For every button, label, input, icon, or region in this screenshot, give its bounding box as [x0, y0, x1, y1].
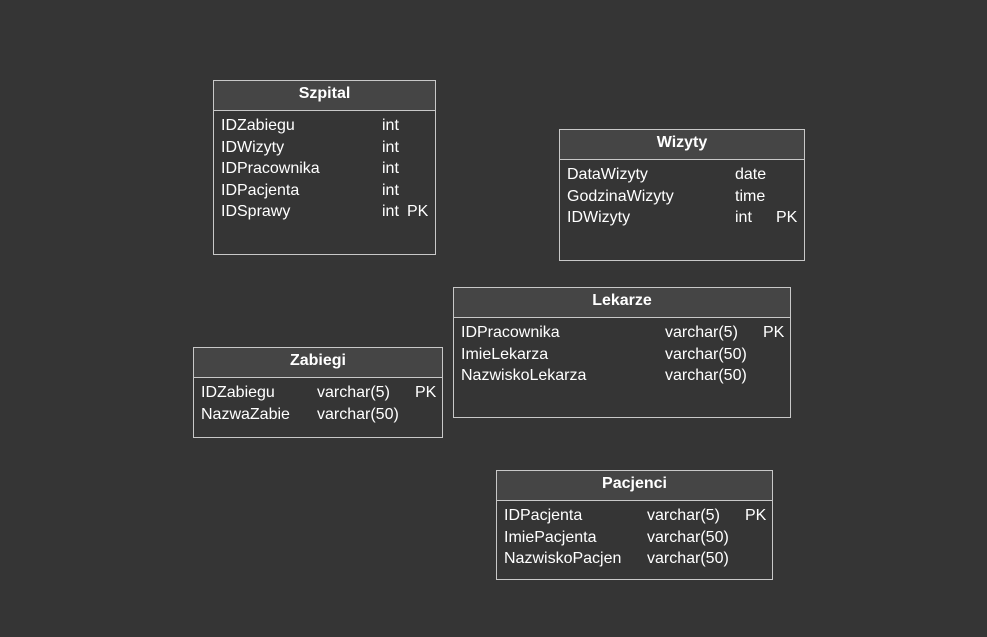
field-row[interactable]: IDWizyty int PK — [567, 207, 804, 229]
entity-title: Lekarze — [454, 288, 790, 318]
field-row[interactable]: IDZabiegu int — [221, 115, 435, 137]
field-name: IDSprawy — [221, 203, 291, 220]
field-row[interactable]: IDPracownika int — [221, 158, 435, 180]
field-row[interactable]: ImieLekarza varchar(50) — [461, 344, 790, 366]
field-type: varchar(5) — [665, 324, 738, 341]
field-name: IDWizyty — [221, 138, 285, 156]
field-type: varchar(50) — [647, 550, 729, 567]
field-row[interactable]: NazwaZabie varchar(50) — [201, 404, 442, 426]
field-type: int — [382, 203, 399, 220]
field-name: IDPracownika — [221, 160, 320, 177]
field-name: IDPacjenta — [221, 181, 300, 199]
field-type: varchar(50) — [665, 345, 747, 363]
primary-key-badge: PK — [407, 203, 429, 220]
entity-szpital[interactable]: Szpital IDZabiegu int IDWizyty int IDPra… — [213, 80, 436, 255]
field-row[interactable]: IDZabiegu varchar(5) PK — [201, 382, 442, 404]
field-name: NazwiskoLekarza — [461, 367, 587, 384]
field-name: IDPracownika — [461, 324, 560, 341]
field-name: GodzinaWizyty — [567, 187, 674, 205]
field-name: IDZabiegu — [221, 117, 295, 134]
field-name: NazwaZabie — [201, 405, 290, 423]
primary-key-badge: PK — [415, 384, 437, 401]
field-row[interactable]: IDPacjenta varchar(5) PK — [504, 505, 772, 527]
field-name: IDZabiegu — [201, 384, 275, 401]
field-type: varchar(5) — [647, 507, 720, 524]
field-type: varchar(50) — [665, 367, 747, 384]
field-type: varchar(50) — [317, 405, 399, 423]
field-type: varchar(5) — [317, 384, 390, 401]
entity-pacjenci[interactable]: Pacjenci IDPacjenta varchar(5) PK ImiePa… — [496, 470, 773, 580]
primary-key-badge: PK — [745, 507, 767, 524]
primary-key-badge: PK — [763, 324, 785, 341]
entity-lekarze[interactable]: Lekarze IDPracownika varchar(5) PK ImieL… — [453, 287, 791, 418]
field-type: int — [382, 160, 399, 177]
field-row[interactable]: IDPracownika varchar(5) PK — [461, 322, 790, 344]
field-type: int — [382, 181, 399, 199]
field-type: int — [382, 117, 399, 134]
field-row[interactable]: ImiePacjenta varchar(50) — [504, 527, 772, 549]
field-name: DataWizyty — [567, 166, 648, 183]
field-type: varchar(50) — [647, 528, 729, 546]
field-name: NazwiskoPacjen — [504, 550, 622, 567]
field-row[interactable]: NazwiskoLekarza varchar(50) — [461, 365, 790, 387]
field-row[interactable]: IDWizyty int — [221, 137, 435, 159]
entity-zabiegi[interactable]: Zabiegi IDZabiegu varchar(5) PK NazwaZab… — [193, 347, 443, 438]
field-row[interactable]: NazwiskoPacjen varchar(50) — [504, 548, 772, 570]
field-type: date — [735, 166, 767, 183]
entity-fields: IDPracownika varchar(5) PK ImieLekarza v… — [454, 318, 790, 387]
field-row[interactable]: DataWizyty date — [567, 164, 804, 186]
entity-title: Pacjenci — [497, 471, 772, 501]
field-name: ImieLekarza — [461, 345, 549, 363]
field-row[interactable]: GodzinaWizyty time — [567, 186, 804, 208]
field-row[interactable]: IDSprawy int PK — [221, 201, 435, 223]
entity-fields: IDPacjenta varchar(5) PK ImiePacjenta va… — [497, 501, 772, 570]
field-row[interactable]: IDPacjenta int — [221, 180, 435, 202]
field-name: IDWizyty — [567, 209, 631, 226]
field-name: ImiePacjenta — [504, 528, 597, 546]
field-name: IDPacjenta — [504, 507, 583, 524]
field-type: int — [382, 138, 399, 156]
field-type: time — [735, 187, 766, 205]
field-type: int — [735, 209, 752, 226]
entity-wizyty[interactable]: Wizyty DataWizyty date GodzinaWizyty tim… — [559, 129, 805, 261]
entity-title: Zabiegi — [194, 348, 442, 378]
entity-fields: IDZabiegu int IDWizyty int IDPracownika … — [214, 111, 435, 223]
primary-key-badge: PK — [776, 209, 798, 226]
entity-fields: DataWizyty date GodzinaWizyty time IDWiz… — [560, 160, 804, 229]
entity-title: Szpital — [214, 81, 435, 111]
entity-fields: IDZabiegu varchar(5) PK NazwaZabie varch… — [194, 378, 442, 425]
entity-title: Wizyty — [560, 130, 804, 160]
